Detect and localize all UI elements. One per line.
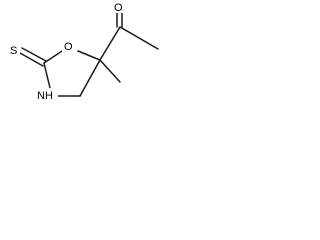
ring-nitrogen-label-bg xyxy=(36,88,58,102)
carbonyl-oxygen-label: O xyxy=(114,2,123,14)
sulfur-label: S xyxy=(10,45,17,57)
bond-carbonyl-methyl xyxy=(119,26,159,50)
ring-oxygen-label-bg xyxy=(62,39,76,53)
ring-oxygen-label: O xyxy=(64,41,73,53)
ring-nitrogen-label: NH xyxy=(37,90,53,102)
atom-labels: S O NH O xyxy=(8,0,126,102)
bond-c5-c4 xyxy=(79,59,101,97)
molecular-structure: S O NH O xyxy=(8,0,159,102)
bond-c2-s-a xyxy=(19,52,44,67)
bond-n3-c2 xyxy=(43,62,51,89)
bond-c2-o1 xyxy=(43,50,63,64)
bond-o1-c5 xyxy=(77,50,101,61)
bond-c5-carbonyl xyxy=(99,26,121,61)
bond-c5-methyl xyxy=(99,59,121,83)
bond-c2-s-b xyxy=(21,47,47,62)
carbonyl-oxygen-label-bg xyxy=(112,0,126,13)
sulfur-label-bg xyxy=(8,43,20,57)
bonds xyxy=(19,11,159,97)
